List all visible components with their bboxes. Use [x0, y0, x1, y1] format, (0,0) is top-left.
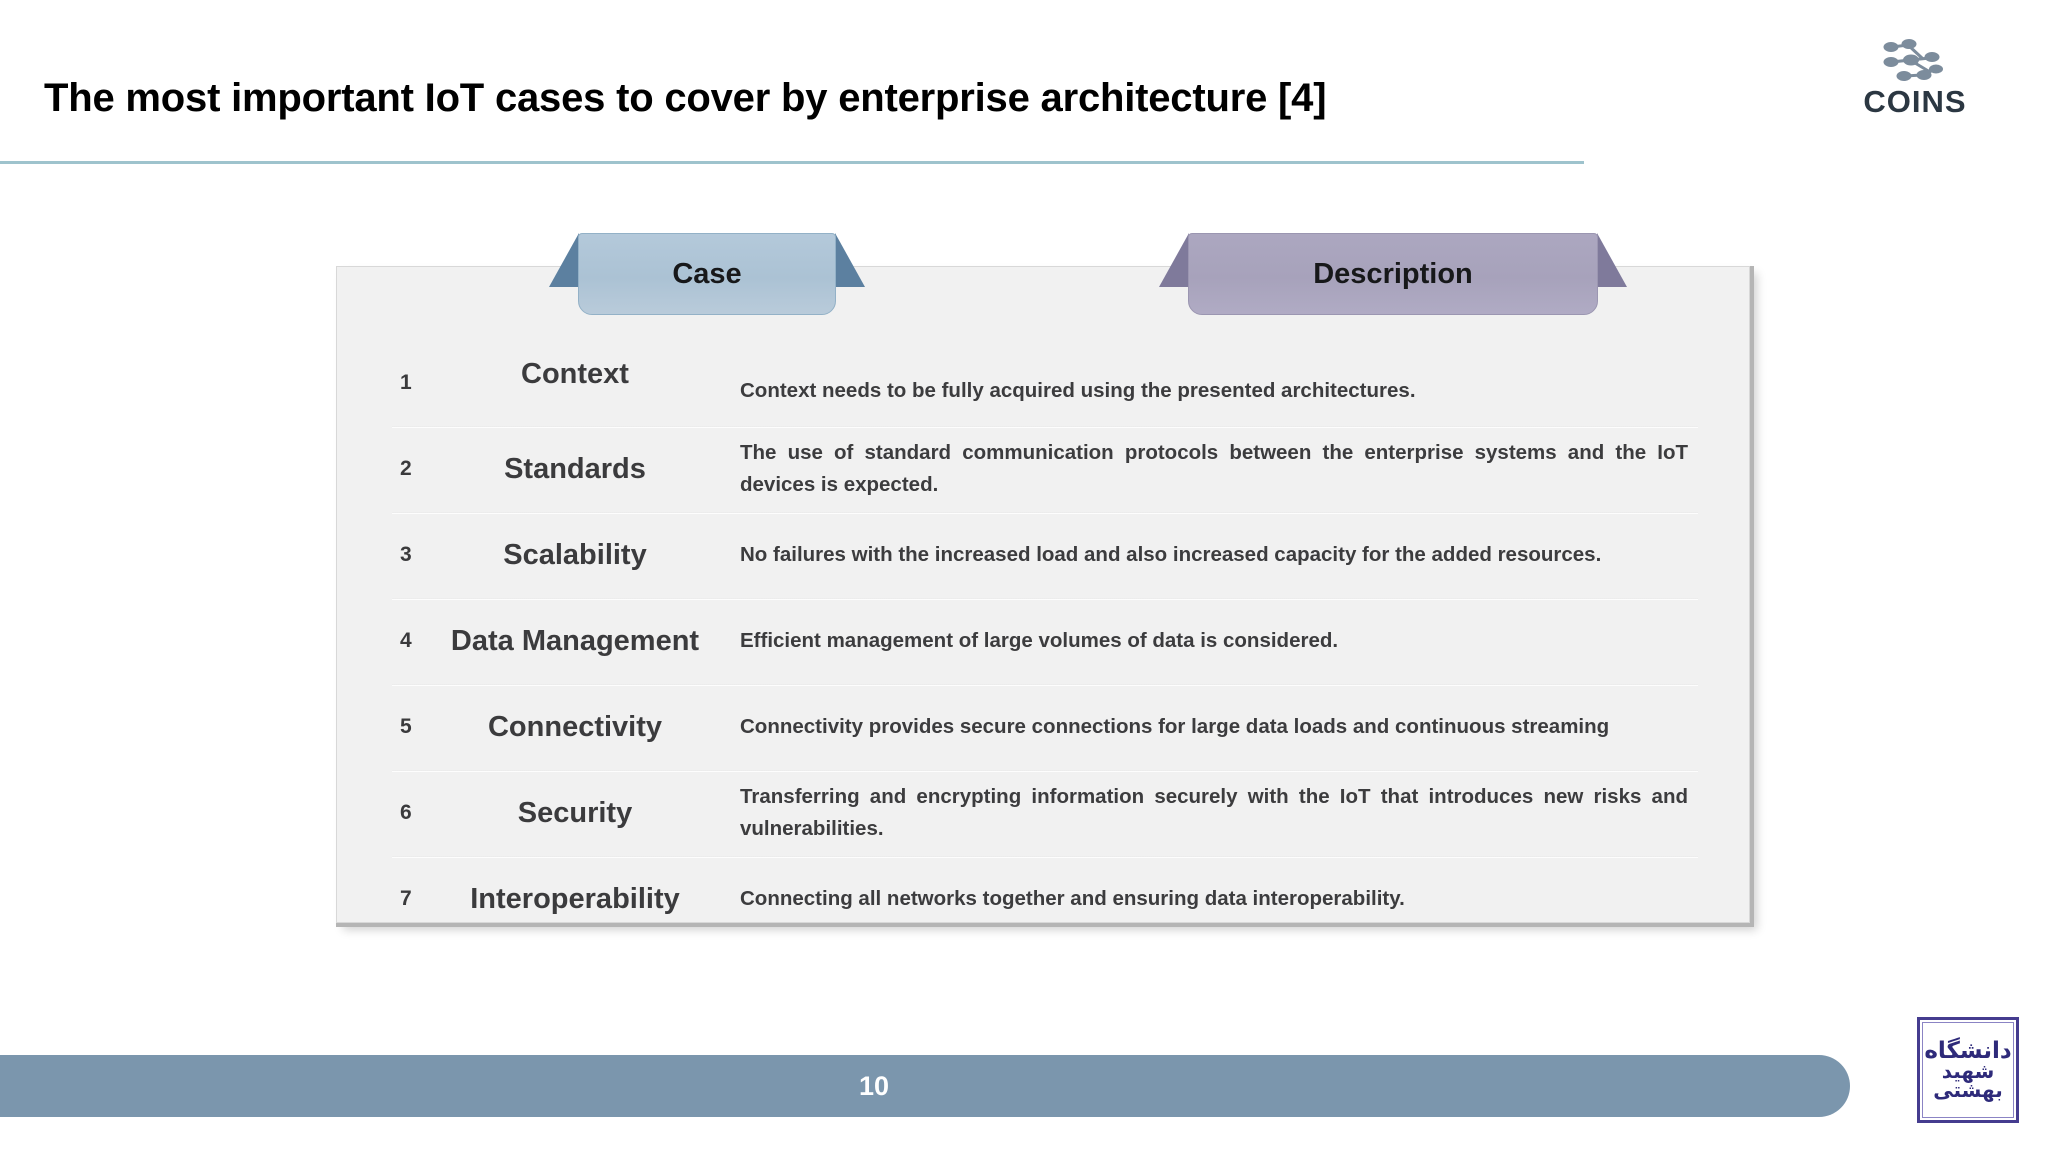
column-header-description-label: Description	[1313, 257, 1473, 290]
university-logo-line-2: شهید	[1941, 1059, 1996, 1084]
network-nodes-icon	[1878, 38, 1952, 84]
row-description: No failures with the increased load and …	[740, 543, 1602, 567]
table-row: 7 Interoperability Connecting all networ…	[344, 856, 1740, 942]
cases-table	[336, 266, 1750, 923]
row-description: Context needs to be fully acquired using…	[740, 379, 1416, 403]
column-header-case: Case	[549, 233, 865, 315]
table-row: 5 Connectivity Connectivity provides sec…	[344, 684, 1740, 770]
table-row: 1 Context Context needs to be fully acqu…	[344, 340, 1740, 426]
column-header-case-label: Case	[672, 257, 742, 290]
column-header-description-body: Description	[1188, 233, 1598, 315]
row-case: Data Management	[450, 624, 700, 657]
page-title: The most important IoT cases to cover by…	[44, 76, 1327, 120]
university-logo-line-3: بهشتی	[1933, 1077, 2003, 1102]
table-body: 1 Context Context needs to be fully acqu…	[344, 340, 1740, 942]
row-number: 5	[400, 715, 412, 738]
row-case: Security	[517, 796, 633, 829]
coins-logo: COINS	[1840, 38, 1990, 130]
row-number: 7	[400, 887, 412, 910]
university-logo-frame: دانشگاه شهید بهشتی	[1922, 1022, 2014, 1118]
coins-wordmark: COINS	[1863, 84, 1967, 119]
row-case: Interoperability	[470, 882, 680, 915]
table-row: 3 Scalability No failures with the incre…	[344, 512, 1740, 598]
university-logo-script: دانشگاه شهید بهشتی	[1923, 1023, 2013, 1117]
row-number: 4	[400, 629, 412, 652]
row-number: 2	[400, 457, 412, 480]
column-header-case-body: Case	[578, 233, 836, 315]
table-row: 6 Security Transferring and encrypting i…	[344, 770, 1740, 856]
university-logo: دانشگاه شهید بهشتی	[1917, 1017, 2019, 1123]
row-description: The use of standard communication protoc…	[740, 441, 1688, 496]
university-logo-line-1: دانشگاه	[1924, 1038, 2012, 1065]
row-case: Context	[521, 357, 629, 390]
row-case: Standards	[504, 452, 646, 485]
row-case: Connectivity	[487, 710, 663, 743]
row-number: 3	[400, 543, 412, 566]
footer-bar: 10	[0, 1055, 1850, 1117]
row-number: 6	[400, 801, 412, 824]
page-number: 10	[858, 1070, 890, 1101]
title-divider	[0, 161, 1584, 164]
row-description: Efficient management of large volumes of…	[740, 629, 1339, 653]
row-description: Transferring and encrypting information …	[740, 785, 1688, 840]
row-case: Scalability	[503, 538, 647, 571]
table-row: 2 Standards The use of standard communic…	[344, 426, 1740, 512]
row-description: Connectivity provides secure connections…	[740, 715, 1610, 739]
column-header-description: Description	[1159, 233, 1627, 315]
table-row: 4 Data Management Efficient management o…	[344, 598, 1740, 684]
row-number: 1	[400, 371, 412, 394]
row-description: Connecting all networks together and ens…	[740, 887, 1405, 911]
